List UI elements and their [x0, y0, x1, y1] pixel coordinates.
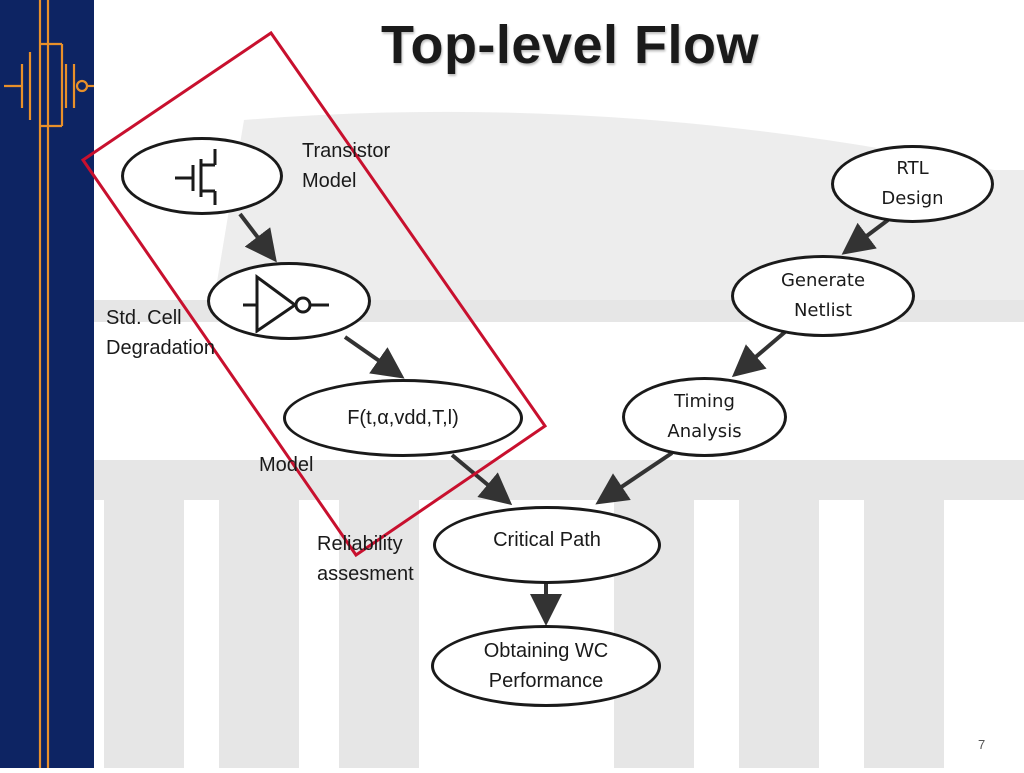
reliability-assessment-label: Reliability assesment: [317, 533, 414, 585]
generate-netlist-node[interactable]: Generate Netlist: [731, 255, 915, 337]
sidebar: [0, 0, 94, 768]
generate-netlist-label: Generate Netlist: [780, 270, 866, 321]
model-node-label: F(t,α,vdd,T,l): [347, 407, 459, 429]
model-node[interactable]: F(t,α,vdd,T,l): [283, 379, 523, 457]
rtl-design-label: RTL Design: [881, 158, 944, 209]
std-cell-node[interactable]: [207, 262, 371, 340]
model-side-label: Model: [259, 454, 314, 476]
slide-title: Top-level Flow: [380, 15, 759, 75]
wc-performance-node[interactable]: Obtaining WC Performance: [431, 625, 661, 707]
transistor-icon: [175, 149, 217, 205]
timing-analysis-node[interactable]: Timing Analysis: [622, 377, 787, 457]
sidebar-transistor-logo-icon: [4, 0, 94, 768]
page-number: 7: [978, 737, 986, 752]
transistor-model-label: Transistor Model: [302, 140, 391, 192]
wc-performance-label: Obtaining WC Performance: [483, 640, 609, 692]
critical-path-label: Critical Path: [493, 529, 601, 551]
inverter-icon: [243, 274, 329, 333]
rtl-design-node[interactable]: RTL Design: [831, 145, 994, 223]
std-cell-degradation-label: Std. Cell Degradation: [106, 307, 215, 359]
transistor-model-node[interactable]: [121, 137, 283, 215]
critical-path-node[interactable]: Critical Path: [433, 506, 661, 584]
timing-analysis-label: Timing Analysis: [667, 391, 742, 442]
